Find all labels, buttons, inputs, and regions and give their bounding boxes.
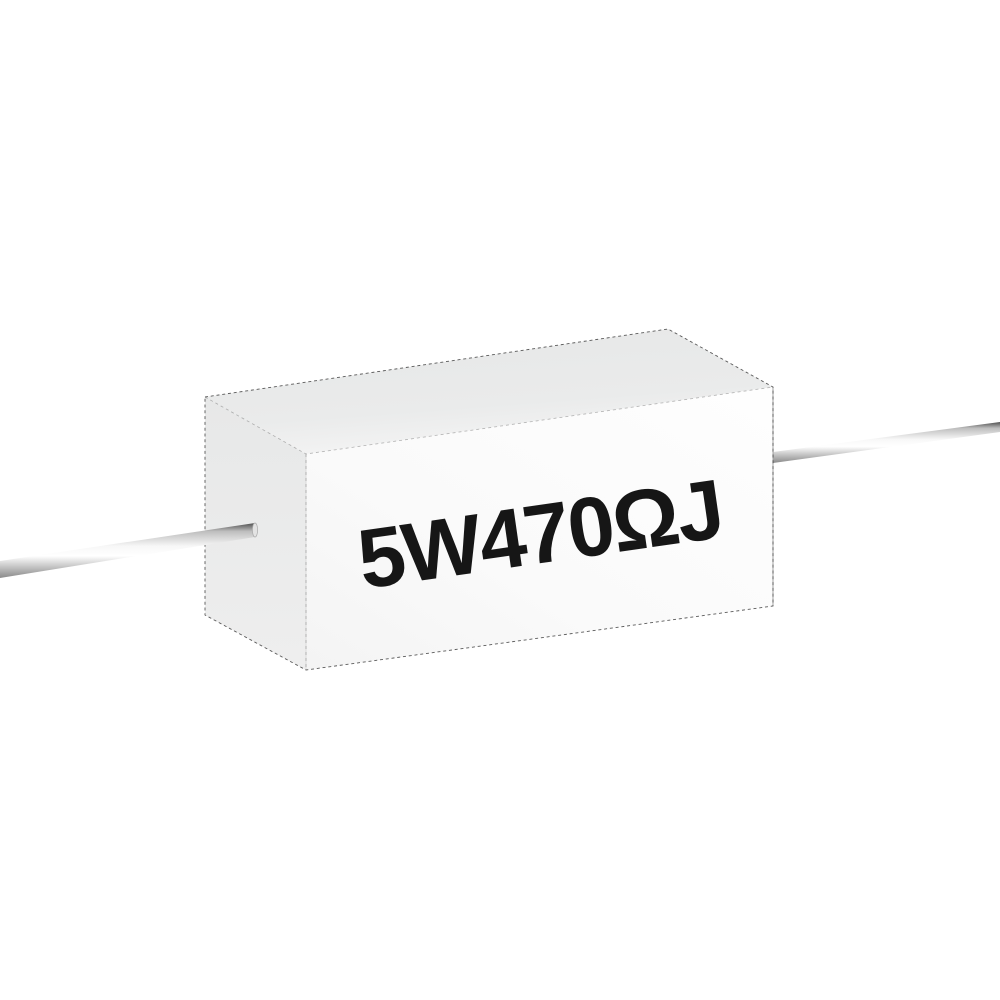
lead-wire-left (0, 522, 258, 578)
lead-wire-left-shaft (0, 523, 255, 578)
resistor-front-face (306, 387, 773, 670)
lead-wire-left-tip (252, 522, 258, 538)
body-silhouette-outline (204, 328, 774, 671)
resistor-top-face (205, 329, 773, 454)
body-inner-edges (204, 386, 774, 670)
lead-wire-right-shaft (773, 422, 1000, 463)
lead-wire-right (773, 422, 1000, 463)
